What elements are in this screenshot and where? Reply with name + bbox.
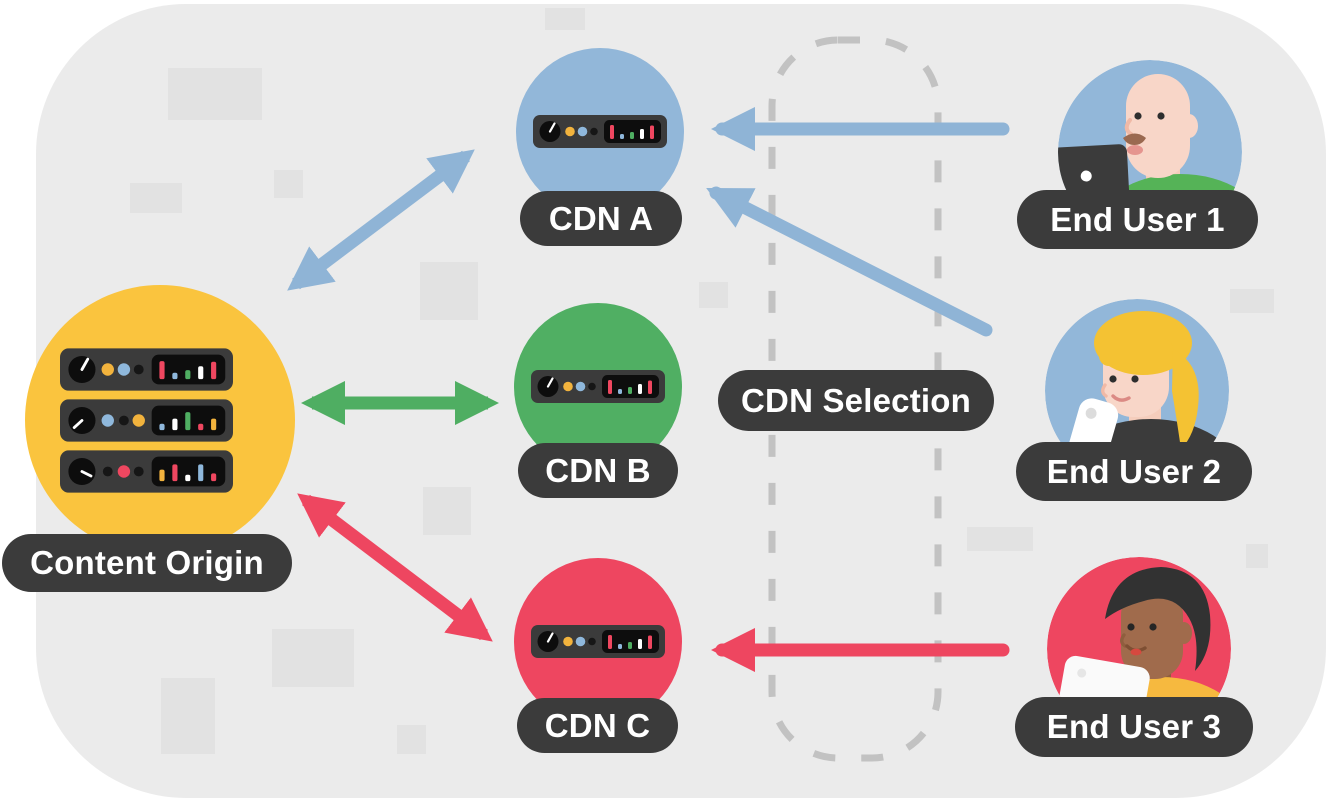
content-origin-label: Content Origin [2,534,292,592]
edge-origin-cdn-c [297,493,493,642]
end-user-2-label-text: End User 2 [1046,452,1222,490]
cdn-c-label-text: CDN C [544,706,651,744]
content-origin-label-text: Content Origin [30,544,264,581]
decor-rect [397,725,426,754]
node-cdn-a [516,48,684,216]
cdn-a-label: CDN A [520,191,682,246]
decor-rect [168,68,262,120]
server-rack-icon [60,450,233,493]
cdn-selection-label-text: CDN Selection [741,381,971,419]
decor-rect [545,8,585,30]
decor-rect [699,282,728,308]
cdn-b-label: CDN B [518,443,678,498]
server-rack-icon [533,115,667,148]
end-user-2-label: End User 2 [1016,442,1252,501]
server-rack-icon [60,399,233,442]
node-content-origin [25,285,295,555]
decor-rect [1246,544,1268,568]
end-user-3-label-text: End User 3 [1046,708,1222,745]
decor-rect [161,678,215,754]
server-rack-icon [531,625,665,658]
decor-rect [967,527,1033,551]
server-rack-icon [60,348,233,391]
edge-enduser2-cdn-a [706,186,993,337]
cdn-c-label: CDN C [517,698,678,753]
cdn-b-label-text: CDN B [545,451,651,489]
decor-rect [1230,289,1274,313]
end-user-1-label-text: End User 1 [1050,200,1225,238]
cdn-a-label-text: CDN A [548,199,654,237]
server-rack-icon [531,370,665,403]
end-user-3-label: End User 3 [1015,697,1253,757]
cdn-selection-label: CDN Selection [718,370,994,431]
edge-origin-cdn-a [287,149,475,291]
end-user-1-label: End User 1 [1017,190,1258,249]
decor-rect [130,183,182,213]
